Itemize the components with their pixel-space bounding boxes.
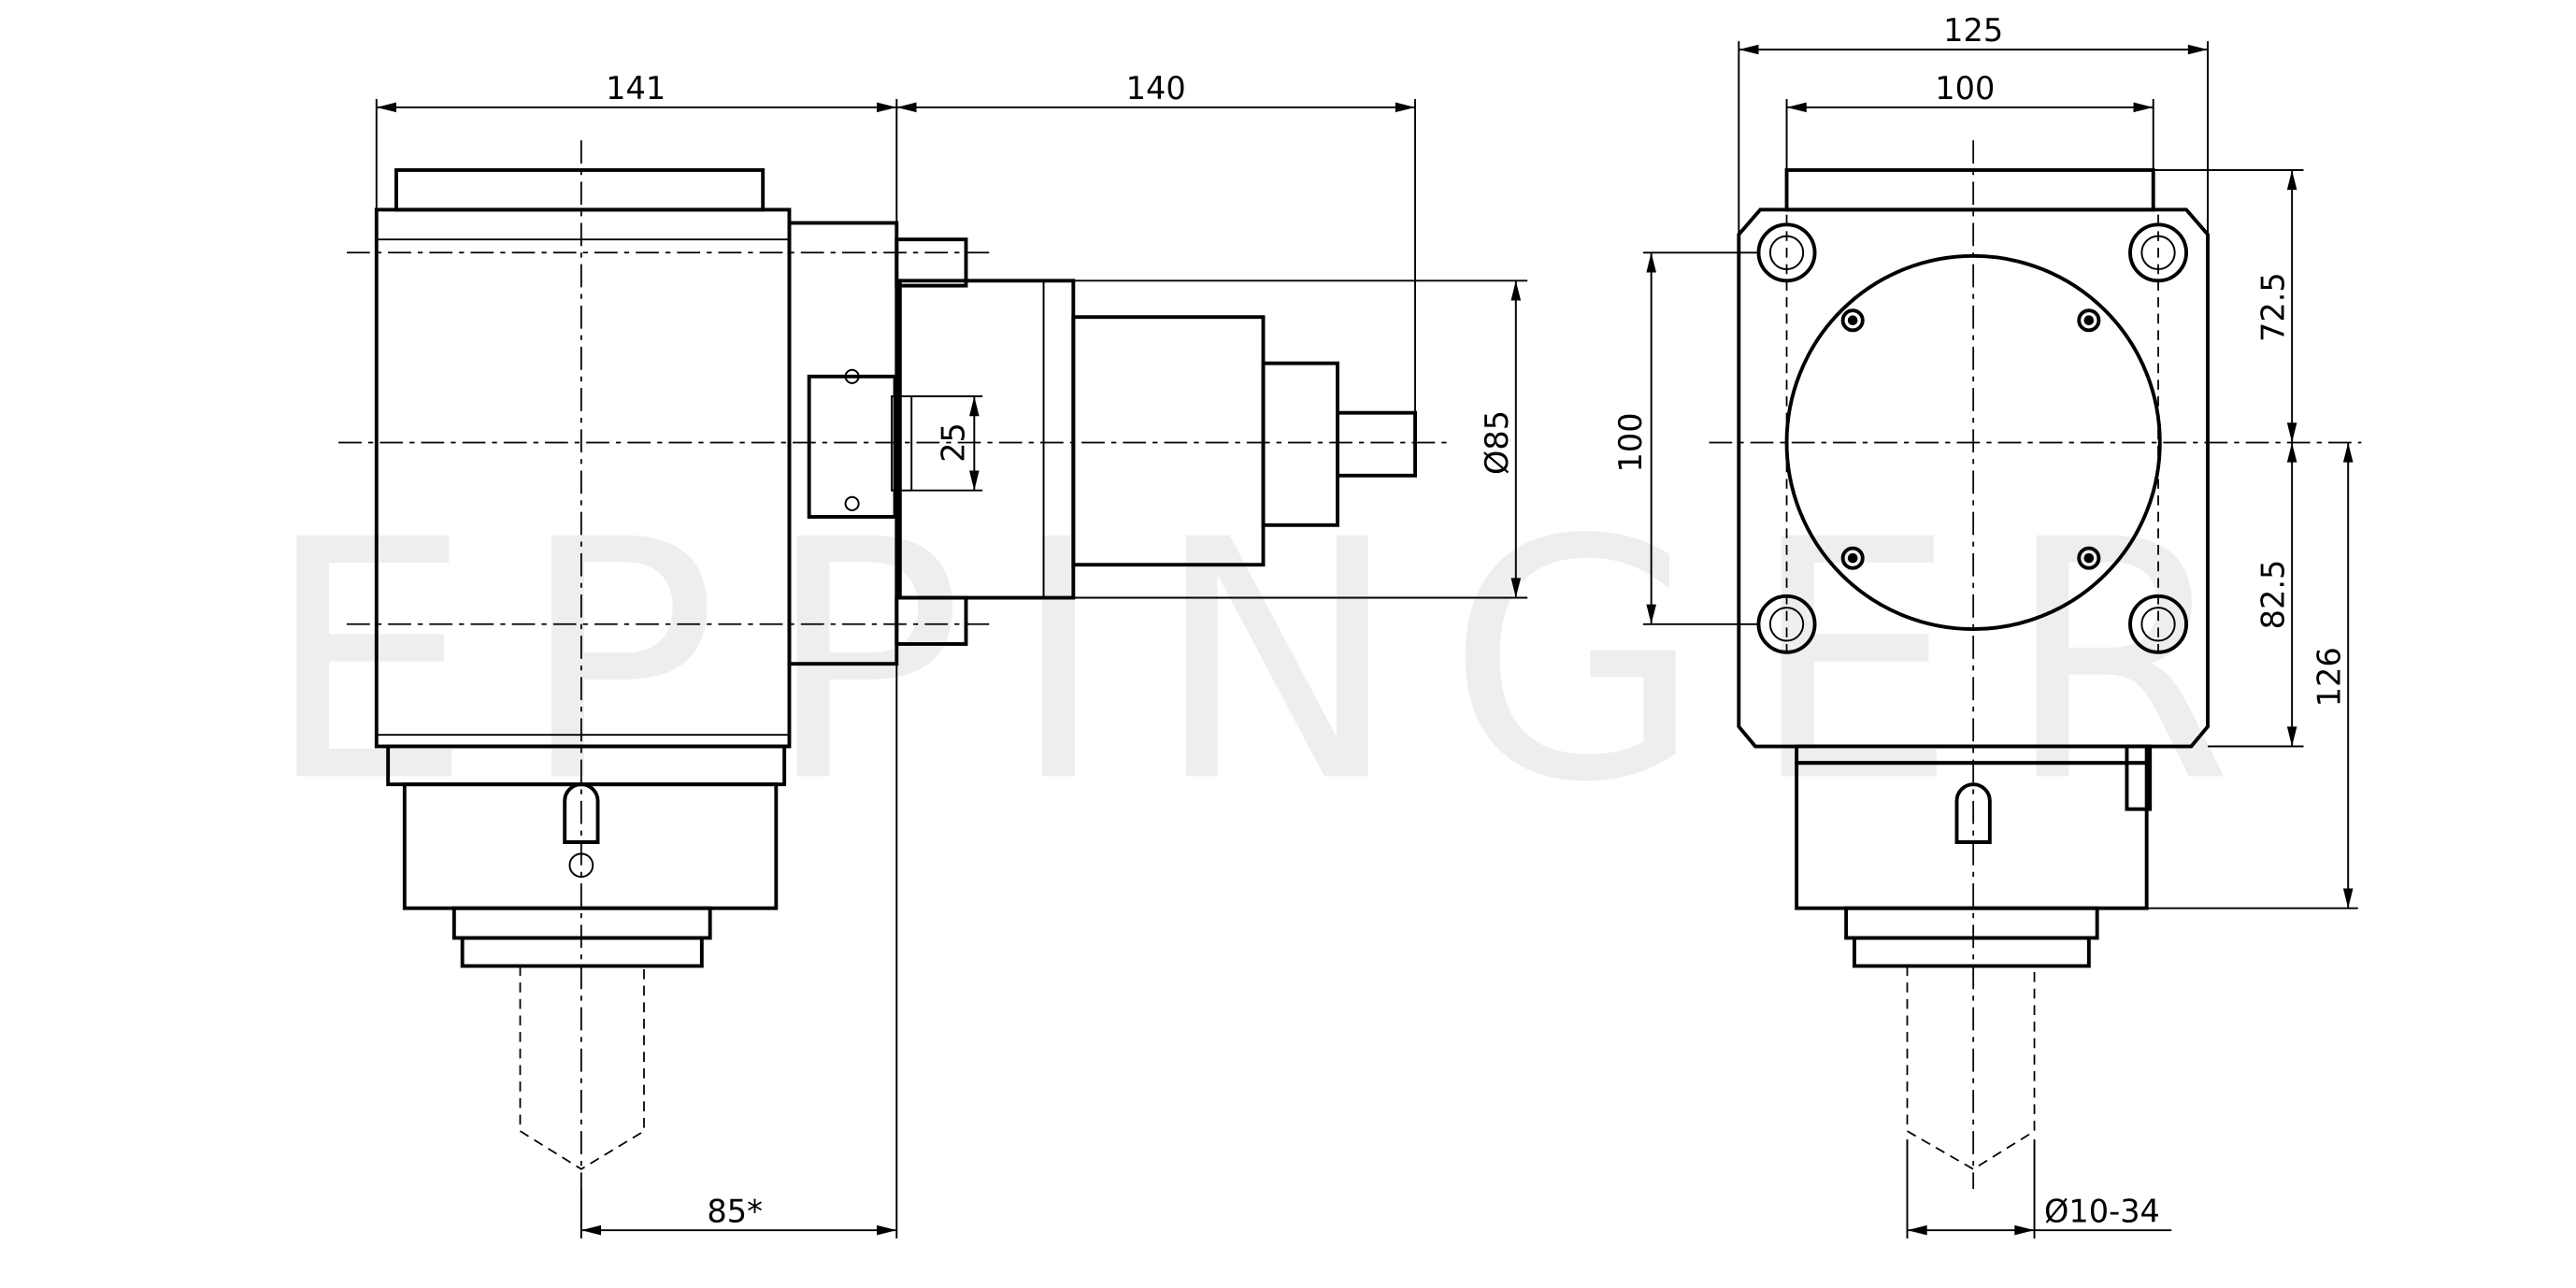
front-view	[1709, 140, 2362, 1189]
dim-100-horizontal: 100	[1935, 70, 1995, 107]
dim-85-offset: 85*	[707, 1193, 762, 1229]
mounting-plate	[1737, 208, 2210, 749]
tool-outline	[519, 966, 645, 1170]
dim-82-5: 82.5	[2254, 560, 2291, 630]
dim-100-vertical: 100	[1612, 412, 1649, 472]
side-view	[338, 140, 1453, 1189]
dim-diameter-85: Ø85	[1479, 410, 1515, 475]
dim-140: 140	[1126, 70, 1186, 107]
dim-125: 125	[1943, 12, 2003, 49]
dim-clamping-range: Ø10-34	[2044, 1193, 2160, 1229]
dim-141: 141	[606, 70, 665, 107]
dim-25: 25	[936, 422, 972, 463]
flange-holes	[1840, 308, 2101, 570]
dim-72-5: 72.5	[2254, 272, 2291, 342]
front-view-dimensions: 125 100 100 72.5 82.5 126 Ø10-34	[1612, 12, 2358, 1238]
key-block	[807, 374, 897, 519]
top-cap	[394, 168, 766, 212]
drive-shaft	[1336, 410, 1417, 478]
top-cap	[1784, 168, 2155, 212]
side-view-dimensions: 141 140 Ø85 25 85*	[375, 70, 1528, 1238]
dim-126: 126	[2311, 647, 2347, 707]
tool-outline	[1906, 966, 2036, 1170]
